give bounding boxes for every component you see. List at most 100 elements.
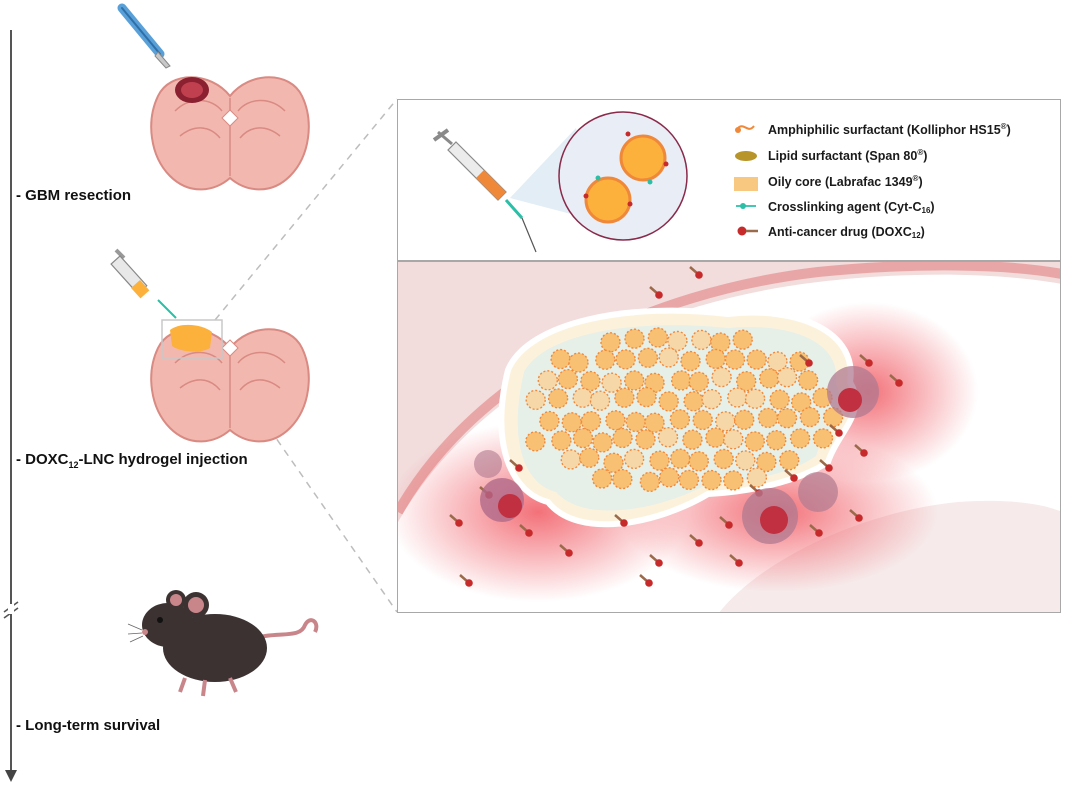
- legend-panel: Amphiphilic surfactant (Kolliphor HS15®)…: [397, 99, 1061, 261]
- lnc-nanocapsule: [635, 429, 656, 450]
- drug-molecule: [849, 509, 863, 522]
- lnc-nanocapsule: [724, 349, 746, 370]
- tumor-cells: [474, 366, 879, 544]
- lnc-nanocapsule: [669, 409, 691, 430]
- drug-molecule: [559, 544, 573, 557]
- lnc-nanocapsule: [723, 429, 744, 450]
- lnc-nanocapsule: [776, 407, 798, 429]
- lnc-nanocapsule: [797, 369, 819, 391]
- drug-molecule: [809, 524, 823, 537]
- drug-molecule: [854, 444, 868, 457]
- mouse-icon: [127, 590, 319, 697]
- drug-molecule: [614, 514, 628, 527]
- lnc-nanocapsule: [682, 429, 703, 450]
- brain-resection-icon: [150, 76, 310, 191]
- drug-molecule: [519, 524, 533, 537]
- drug-molecule: [509, 459, 523, 472]
- lnc-nanocapsule: [572, 387, 593, 409]
- lnc-nanocapsule: [623, 448, 645, 470]
- lnc-nanocapsule: [539, 410, 560, 432]
- syringe-small-icon: [110, 248, 177, 319]
- lnc-nanocapsule: [547, 388, 569, 409]
- lnc-nanocapsule: [658, 347, 679, 368]
- hydrogel-detail-graphics: [398, 262, 1060, 612]
- lnc-nanocapsule: [595, 349, 616, 371]
- lnc-nanocapsule: [701, 469, 722, 491]
- lnc-nanocapsule: [713, 448, 734, 470]
- lnc-nanocapsule: [579, 447, 600, 469]
- lnc-nanocapsule: [537, 370, 559, 391]
- drug-molecule: [639, 574, 653, 587]
- drug-molecule: [649, 286, 663, 299]
- step-label-long-term-survival: - Long-term survival: [16, 717, 161, 734]
- drug-molecule: [689, 534, 703, 547]
- legend-item-amphiphilic-surfactant: Amphiphilic surfactant (Kolliphor HS15®): [768, 122, 1011, 137]
- lnc-nanocapsule: [701, 388, 722, 410]
- lnc-nanocapsule: [746, 349, 767, 370]
- drug-molecule: [689, 266, 703, 279]
- lnc-nanocapsule: [561, 412, 583, 433]
- lnc-nanocapsule: [603, 452, 624, 474]
- legend-item-anti-cancer-drug: Anti-cancer drug (DOXC12): [768, 225, 925, 240]
- legend-item-lipid-surfactant: Lipid surfactant (Span 80®): [768, 148, 928, 163]
- drug-molecule: [459, 574, 473, 587]
- lnc-nanocapsule: [612, 468, 633, 490]
- lnc-nanocapsule: [691, 329, 712, 351]
- lnc-nanocapsule: [601, 372, 622, 393]
- lnc-nanocapsule: [744, 431, 765, 452]
- lnc-nanocapsule: [759, 368, 780, 389]
- lnc-nanocapsule: [766, 429, 787, 451]
- lnc-nanocapsule: [688, 451, 709, 472]
- hydrogel-detail-panel: [397, 261, 1061, 613]
- lnc-nanocapsule: [746, 467, 768, 488]
- lnc-nanocapsule: [767, 351, 788, 372]
- lnc-nanocapsule: [667, 330, 688, 352]
- step-label-gbm-resection: - GBM resection: [16, 187, 132, 204]
- zoom-connector-lines: [214, 98, 398, 613]
- lnc-nanocapsule: [688, 371, 709, 393]
- lnc-nanocapsule: [711, 366, 732, 388]
- drug-molecule: [719, 516, 733, 529]
- drug-molecule: [649, 554, 663, 567]
- drug-molecule: [889, 374, 903, 387]
- brain-injection-icon: [150, 319, 310, 443]
- lnc-nanocapsule: [744, 388, 766, 410]
- lnc-nanocapsule: [671, 370, 692, 391]
- lnc-nanocapsule: [623, 370, 645, 391]
- lnc-nanocapsule: [550, 348, 571, 370]
- lnc-nanocapsule: [525, 431, 546, 452]
- lnc-nanocapsule: [637, 347, 659, 369]
- lnc-nanocapsule: [705, 348, 726, 370]
- timeline-arrow: [3, 30, 19, 782]
- lnc-nanocapsule: [580, 370, 601, 392]
- lnc-nanocapsule: [625, 411, 647, 433]
- lnc-nanocapsule: [614, 387, 635, 408]
- lnc-nanocapsule: [647, 327, 669, 348]
- drug-molecule: [859, 354, 873, 367]
- drug-molecule: [449, 514, 463, 527]
- lnc-nanocapsule: [799, 406, 821, 428]
- drug-molecule: [799, 354, 813, 367]
- lnc-nanocapsule: [680, 350, 701, 372]
- step-label-hydrogel-injection: - DOXC12-LNC hydrogel injection: [16, 451, 248, 470]
- lnc-nanocapsule: [692, 409, 713, 431]
- drug-molecule: [829, 424, 843, 437]
- lnc-nanocapsule: [551, 430, 572, 451]
- lnc-nanocapsule: [591, 468, 613, 489]
- lnc-nanocapsule: [735, 450, 756, 471]
- lnc-nanocapsule: [525, 389, 546, 411]
- lnc-nanocapsule: [734, 409, 755, 431]
- lnc-nanocapsule: [589, 390, 611, 411]
- lnc-nanocapsule: [732, 329, 753, 350]
- cavity-border: [398, 262, 1060, 515]
- lnc-nanocapsule: [649, 450, 670, 471]
- nanocapsule-zoom: [558, 111, 688, 241]
- lnc-nanocapsule: [776, 366, 798, 388]
- lnc-nanocapsule: [657, 426, 679, 448]
- lnc-nanocapsule: [705, 427, 726, 448]
- lnc-nanocapsule: [644, 412, 665, 434]
- lnc-nanocapsule: [580, 410, 602, 432]
- lnc-nanocapsule: [710, 332, 731, 353]
- legend-item-crosslinking-agent: Crosslinking agent (Cyt-C16): [768, 200, 935, 215]
- drug-molecule: [729, 554, 743, 567]
